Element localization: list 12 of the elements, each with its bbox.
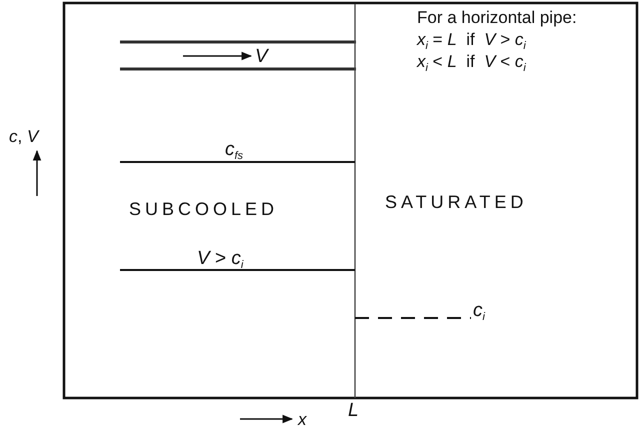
condition-text: x$_{i}$ = L if V > c$_{i}$ xyxy=(417,31,526,52)
variable-label: V > c$_{i}$ xyxy=(197,249,244,271)
axis-label: L xyxy=(348,401,359,420)
variable-label: c$_{fs}$ xyxy=(225,140,244,162)
axis-label: c, V xyxy=(9,128,38,145)
axis-label: x xyxy=(298,411,306,428)
region-label: SATURATED xyxy=(385,193,528,211)
note-text: For a horizontal pipe: xyxy=(417,9,577,26)
region-label: SUBCOOLED xyxy=(129,200,278,218)
variable-label: V xyxy=(255,47,268,66)
condition-text: x$_{i}$ < L if V < c$_{i}$ xyxy=(417,53,526,74)
variable-label: c$_{i}$ xyxy=(473,301,485,323)
